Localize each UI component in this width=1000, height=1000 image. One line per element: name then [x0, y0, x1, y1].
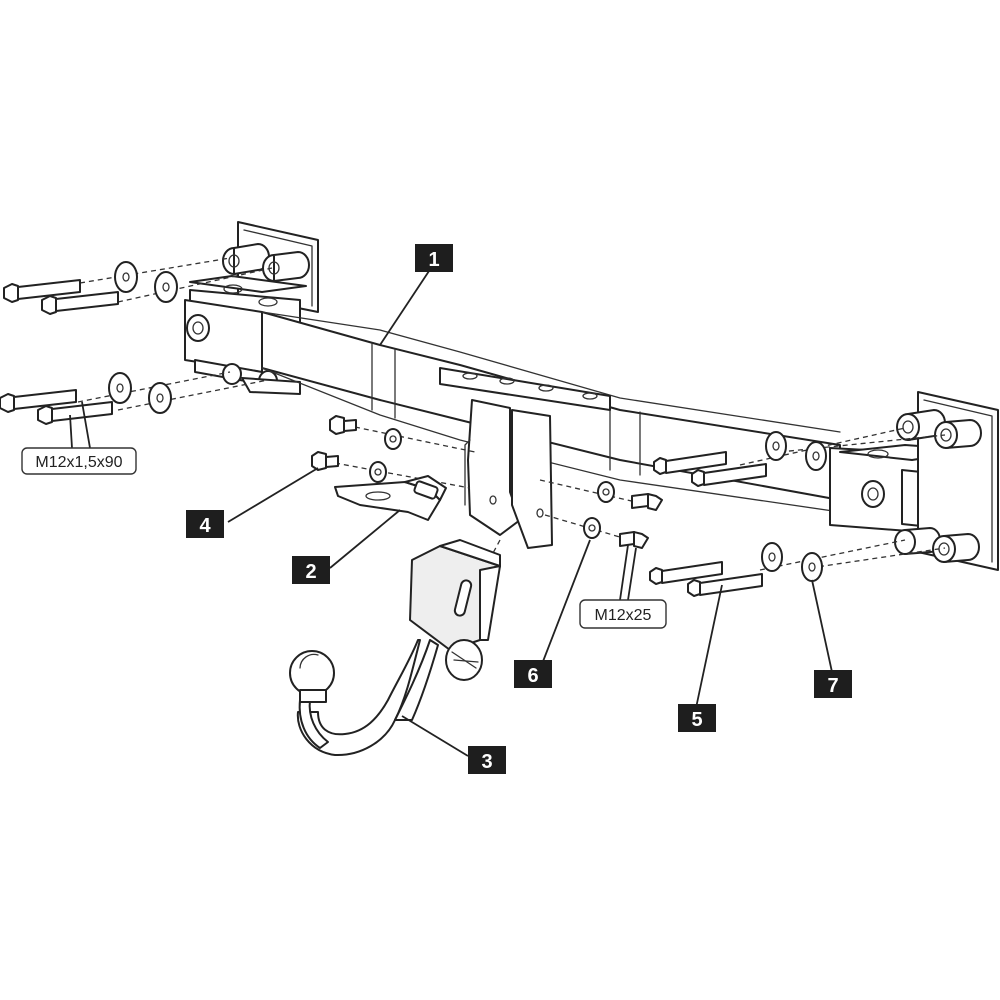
bolt-spec-short: M12x25	[579, 599, 667, 629]
left-upper-bolt-set	[3, 261, 178, 315]
part-number-7: 7	[827, 675, 838, 697]
part-badge-7: 7	[814, 670, 852, 698]
bracket-bolt-set-right	[583, 481, 663, 549]
towball-neck	[289, 539, 501, 757]
part-badge-1: 1	[415, 244, 453, 272]
bolt-spec-long: M12x1,5x90	[21, 447, 137, 475]
part-number-5: 5	[691, 709, 702, 731]
part-badge-5: 5	[678, 704, 716, 732]
part-number-3: 3	[481, 751, 492, 773]
right-upper-bolt-set	[653, 431, 827, 487]
part-badge-2: 2	[292, 556, 330, 584]
right-rear-mount-plate	[894, 391, 999, 571]
bracket-bolt-set-left	[311, 415, 402, 483]
bolt-spec-short-text: M12x25	[595, 607, 652, 624]
part-number-1: 1	[428, 249, 439, 271]
right-lower-bolt-set	[649, 542, 823, 597]
part-number-6: 6	[527, 665, 538, 687]
socket-bracket	[334, 475, 447, 521]
crossbar	[261, 311, 841, 513]
hitch-mount-bracket	[464, 399, 553, 549]
part-badge-3: 3	[468, 746, 506, 774]
bolt-spec-long-text: M12x1,5x90	[35, 454, 122, 471]
left-lower-bolt-set	[0, 372, 172, 425]
part-number-2: 2	[305, 561, 316, 583]
left-mount-bracket	[184, 275, 307, 395]
leader-lines	[69, 264, 833, 757]
part-number-4: 4	[199, 515, 211, 537]
part-badge-4: 4	[186, 510, 224, 538]
part-badge-6: 6	[514, 660, 552, 688]
